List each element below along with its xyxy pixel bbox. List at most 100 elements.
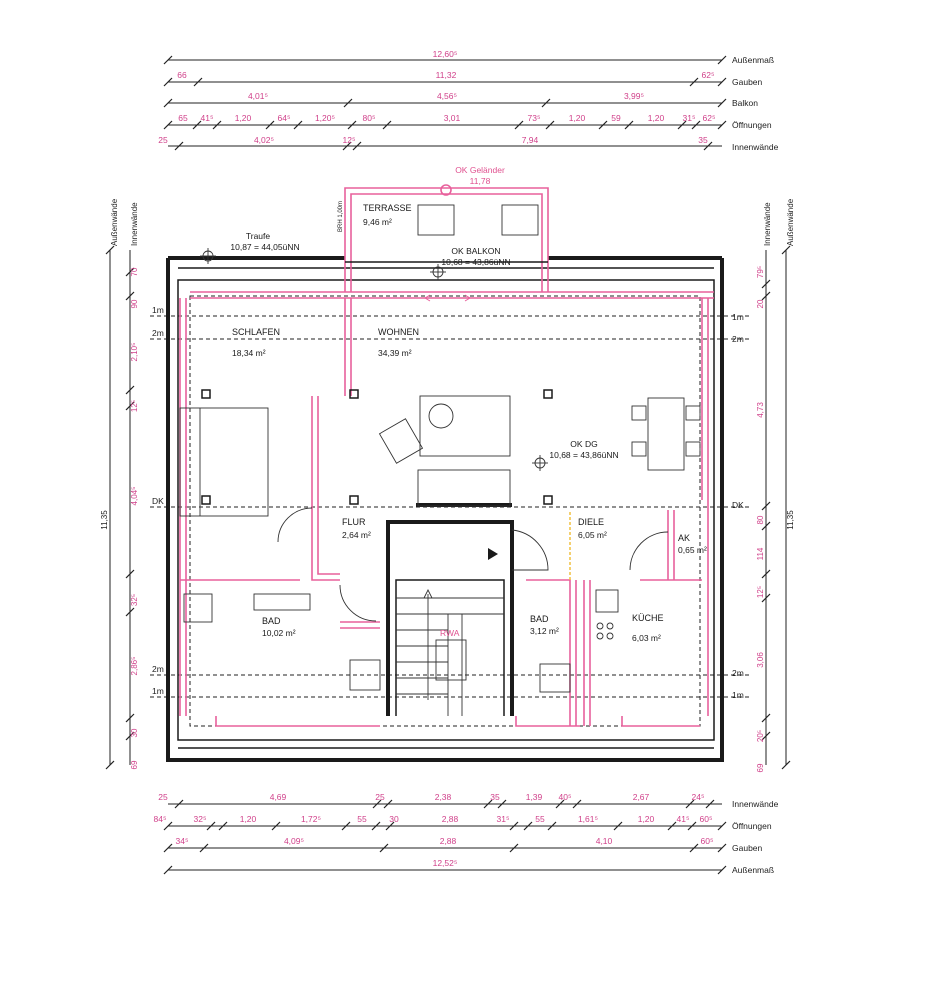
level-2m-top-right: 2m — [732, 334, 744, 344]
left-seg-8: 69 — [130, 760, 139, 769]
room-ak-area: 0,65 m² — [678, 545, 707, 555]
dim-top-4-0: 25 — [158, 135, 168, 145]
dim-top-4-3: 7,94 — [522, 135, 539, 145]
dim-top-label-1: Gauben — [732, 77, 763, 87]
level-1m-bottom-right: 1m — [732, 690, 744, 700]
level-2m-bottom-right: 2m — [732, 668, 744, 678]
annotations: OK Geländer 11,78 Traufe 10,87 = 44,05üN… — [230, 165, 618, 638]
left-total: 11,35 — [100, 510, 109, 530]
dim-top-3-7: 73⁵ — [528, 113, 541, 123]
room-diele-area: 6,05 m² — [578, 530, 607, 540]
dim-bottom-0-5: 1,39 — [526, 792, 543, 802]
rwa-label: RWA — [440, 628, 460, 638]
room-bad1-area: 10,02 m² — [262, 628, 296, 638]
level-1m-top-left: 1m — [152, 305, 164, 315]
dim-bottom-0-6: 40⁵ — [559, 792, 572, 802]
room-ak-name: AK — [678, 533, 690, 543]
bottom-dimensions: 25 4,69 25 2,38 35 1,39 40⁵ 2,67 24⁵ Inn… — [154, 792, 779, 875]
ok-dg-value: 10,68 = 43,86üNN — [549, 450, 618, 460]
dim-bottom-1-0: 84⁵ — [154, 814, 167, 824]
traufe-label: Traufe — [246, 231, 271, 241]
dim-bottom-0-7: 2,67 — [633, 792, 650, 802]
dim-bottom-2-2: 2,88 — [440, 836, 457, 846]
dim-top-4-4: 35 — [698, 135, 708, 145]
room-flur-area: 2,64 m² — [342, 530, 371, 540]
left-outer-label: Außenwände — [110, 198, 119, 246]
dim-bottom-0-0: 25 — [158, 792, 168, 802]
level-1m-top-right: 1m — [732, 312, 744, 322]
ok-balkon-value: 10,68 = 43,86üNN — [441, 257, 510, 267]
left-seg-4: 4,04⁵ — [130, 487, 139, 506]
dim-bottom-1-10: 1,20 — [638, 814, 655, 824]
dim-top-4-2: 12⁵ — [343, 135, 356, 145]
level-2m-bottom-left: 2m — [152, 664, 164, 674]
right-seg-7: 20⁵ — [756, 730, 765, 742]
traufe-value: 10,87 = 44,05üNN — [230, 242, 299, 252]
dim-bottom-0-3: 2,38 — [435, 792, 452, 802]
outer-walls — [166, 256, 724, 762]
dim-top-1-1: 11,32 — [436, 70, 457, 80]
room-terrasse-name: TERRASSE — [363, 203, 412, 213]
dim-bottom-1-12: 60⁵ — [700, 814, 713, 824]
dim-top-1-2: 62⁵ — [702, 70, 715, 80]
room-schlafen-name: SCHLAFEN — [232, 327, 280, 337]
dim-top-3-12: 62⁵ — [703, 113, 716, 123]
dim-bottom-0-1: 4,69 — [270, 792, 287, 802]
room-schlafen-area: 18,34 m² — [232, 348, 266, 358]
dim-top-3-9: 59 — [611, 113, 621, 123]
dim-top-2-2: 3,99⁵ — [624, 91, 644, 101]
dim-top-0-0: 12,60⁵ — [433, 49, 458, 59]
dim-bottom-0-2: 25 — [375, 792, 385, 802]
room-kueche-area: 6,03 m² — [632, 633, 661, 643]
dim-top-2-0: 4,01⁵ — [248, 91, 268, 101]
dim-top-3-10: 1,20 — [648, 113, 665, 123]
left-ticks — [125, 267, 135, 741]
brh-label: BRH 1,00m — [338, 201, 344, 232]
dim-top-3-0: 65 — [178, 113, 188, 123]
right-seg-3: 80 — [756, 515, 765, 524]
level-markers — [200, 184, 548, 471]
right-seg-1: 20 — [756, 299, 765, 308]
doors — [277, 507, 669, 622]
level-dk-left: DK — [152, 496, 164, 506]
dim-top-label-4: Innenwände — [732, 142, 779, 152]
dim-bottom-label-2: Gauben — [732, 843, 763, 853]
dim-top-3-8: 1,20 — [569, 113, 586, 123]
left-inner-label: Innenwände — [130, 202, 139, 246]
dim-bottom-1-6: 2,88 — [442, 814, 459, 824]
right-seg-5: 12⁵ — [756, 586, 765, 598]
ok-dg-label: OK DG — [570, 439, 597, 449]
dim-top-label-2: Balkon — [732, 98, 758, 108]
right-seg-0: 79⁵ — [756, 266, 765, 278]
dim-top-3-11: 31⁵ — [683, 113, 696, 123]
room-terrasse-area: 9,46 m² — [363, 217, 392, 227]
ok-gelaender-label: OK Geländer — [455, 165, 505, 175]
right-dimensions: Innenwände Außenwände 11,35 79⁵ 20 4,73 … — [756, 198, 795, 772]
left-seg-5: 32⁵ — [130, 594, 139, 606]
furniture — [179, 389, 701, 693]
level-2m-top-left: 2m — [152, 328, 164, 338]
dim-top-3-5: 80⁵ — [363, 113, 376, 123]
dim-bottom-1-5: 30 — [389, 814, 399, 824]
dim-bottom-0-8: 24⁵ — [692, 792, 705, 802]
terrace — [344, 187, 549, 292]
level-1m-bottom-left: 1m — [152, 686, 164, 696]
dim-bottom-3-0: 12,52⁵ — [433, 858, 458, 868]
dim-bottom-label-1: Öffnungen — [732, 821, 772, 831]
ok-balkon-label: OK BALKON — [451, 246, 500, 256]
dim-top-1-0: 66 — [177, 70, 187, 80]
dim-bottom-1-9: 1,61⁵ — [578, 814, 598, 824]
level-dk-right: DK — [732, 500, 744, 510]
room-wohnen-name: WOHNEN — [378, 327, 419, 337]
dim-bottom-1-11: 41⁵ — [677, 814, 690, 824]
level-lines: 1m 2m DK 2m 1m 1m 2m DK 2m 1m — [150, 305, 752, 700]
dim-top-3-6: 3,01 — [444, 113, 461, 123]
dim-top-label-3: Öffnungen — [732, 120, 772, 130]
dim-top-4-1: 4,02⁵ — [254, 135, 274, 145]
room-diele-name: DIELE — [578, 517, 604, 527]
right-outer-label: Außenwände — [786, 198, 795, 246]
top-dimensions: 12,60⁵ Außenmaß 66 11,32 62⁵ Gauben 4,01… — [158, 49, 778, 152]
dim-bottom-1-3: 1,72⁵ — [301, 814, 321, 824]
dim-bottom-2-4: 60⁵ — [701, 836, 714, 846]
